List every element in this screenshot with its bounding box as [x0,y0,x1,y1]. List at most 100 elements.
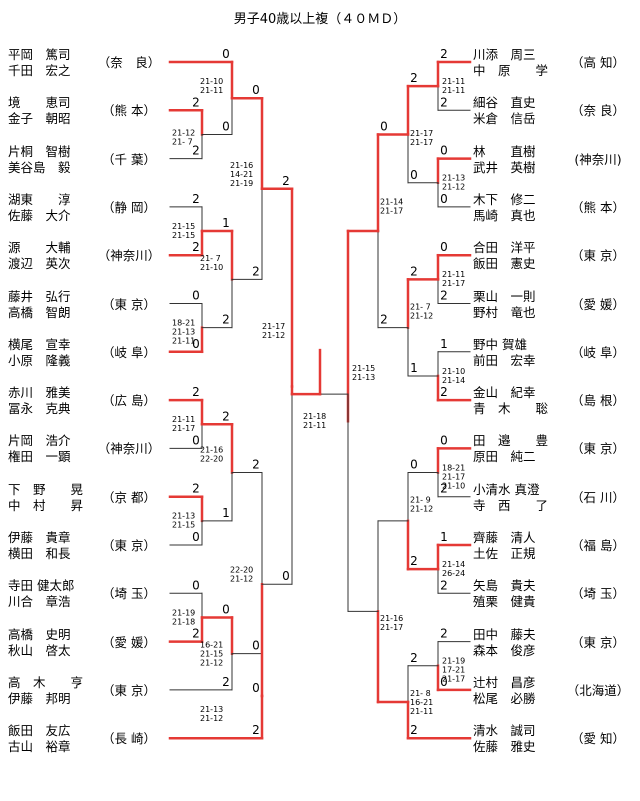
right-prefecture: （東 京） [571,634,625,650]
left-player-2: 冨永 克典 [8,401,71,417]
score-label: 2 [252,458,260,472]
right-player-2: 武井 英樹 [473,159,536,175]
left-player-2: 渡辺 英次 [8,256,71,272]
right-player-2: 殖栗 健貴 [473,594,536,610]
left-prefecture: （東 京） [102,538,156,553]
score-label: 0 [440,144,448,158]
game-score: 16-21 [410,698,433,707]
left-prefecture: （長 崎） [102,731,156,747]
game-score: 21-15 [172,231,195,240]
game-score: 21-14 [442,376,465,385]
score-label: 2 [440,482,448,496]
score-label: 2 [222,313,230,327]
game-score: 21-13 [352,373,375,382]
game-score: 21-16 [380,614,403,623]
right-player-2: 米倉 信岳 [473,111,536,127]
score-label: 2 [440,578,448,592]
left-player-2: 秋山 啓太 [8,642,71,658]
score-label: 0 [440,433,448,447]
game-score: 21-15 [172,222,195,231]
right-player-2: 森本 俊彦 [473,642,536,658]
left-prefecture: （神奈川） [97,248,161,264]
left-player-1: 湖東 淳 [8,191,71,207]
score-label: 0 [222,602,230,616]
left-player-2: 川合 章浩 [8,594,71,610]
game-score: 21-16 [200,445,223,454]
score-label: 0 [192,337,200,351]
left-player-1: 片桐 智樹 [8,143,71,159]
score-label: 2 [192,144,200,158]
game-score: 21-15 [200,649,223,658]
left-player-1: 飯田 友広 [8,723,71,739]
score-label: 0 [192,433,200,447]
right-player-2: 松尾 必勝 [473,690,536,706]
right-player-2: 前田 宏幸 [473,352,536,368]
game-score: 21-15 [352,364,375,373]
score-label: 2 [440,47,448,61]
game-score: 21-10 [442,367,465,376]
score-label: 0 [192,289,200,303]
right-prefecture: （北海道） [566,682,630,698]
left-player-1: 寺田 健太郎 [8,578,75,594]
score-label: 2 [192,627,200,641]
right-player-2: 中 原 学 [473,63,549,78]
game-score: 21- 7 [172,137,193,146]
left-player-2: 高橋 智朗 [8,304,71,320]
page-title: 男子40歳以上複（４０ＭＤ） [233,12,407,27]
game-score: 21-14 [380,197,403,206]
right-prefecture: （愛 媛） [571,296,625,312]
right-player-2: 青 木 聡 [473,401,549,417]
game-score: 21-11 [442,77,465,86]
left-player-2: 伊藤 邦明 [8,690,71,706]
game-score: 21-11 [442,86,465,95]
left-prefecture: （広 島） [102,393,156,409]
right-player-2: 寺 西 了 [473,497,549,513]
game-score: 21-17 [262,322,285,331]
game-score: 21-17 [380,206,403,215]
game-score: 21-17 [410,138,433,147]
score-label: 2 [410,71,418,85]
left-player-1: 高橋 史明 [8,626,71,642]
right-player-1: 栗山 一則 [473,288,536,304]
score-label: 2 [192,240,200,254]
right-prefecture: （福 島） [571,538,625,553]
game-score: 21-10 [200,77,223,86]
left-prefecture: （岐 阜） [102,344,156,360]
right-prefecture: （奈 良） [571,103,625,119]
game-score: 21-19 [442,657,465,666]
game-score: 21-11 [172,337,195,346]
right-player-2: 土佐 正規 [473,546,536,561]
right-player-1: 矢島 貴夫 [473,578,536,594]
right-player-2: 飯田 憲史 [473,256,536,272]
left-player-2: 古山 裕章 [8,739,71,755]
right-player-1: 田 邉 豊 [473,433,549,449]
right-player-1: 清水 誠司 [473,723,536,739]
right-prefecture: （熊 本） [571,199,625,215]
left-player-1: 藤井 弘行 [8,288,71,304]
score-label: 2 [380,313,388,327]
game-score: 21-17 [172,424,195,433]
game-score: 21-19 [230,179,253,188]
game-score: 21-11 [172,415,195,424]
score-label: 0 [440,240,448,254]
right-prefecture: （岐 阜） [571,344,625,360]
game-score: 21-17 [380,623,403,632]
game-score: 21-11 [200,86,223,95]
game-score: 21-15 [172,521,195,530]
game-score: 21- 7 [410,302,431,311]
game-score: 21-13 [172,328,195,337]
left-player-2: 佐藤 大介 [8,207,71,223]
left-player-2: 中 村 昇 [8,497,84,513]
right-player-1: 合田 洋平 [473,240,536,256]
score-label: 2 [440,627,448,641]
score-label: 1 [222,506,230,520]
game-score: 21-19 [172,608,195,617]
score-label: 0 [380,119,388,133]
right-player-1: 林 直樹 [473,143,536,159]
score-label: 2 [410,651,418,665]
score-label: 2 [282,174,290,188]
score-label: 0 [410,168,418,182]
score-label: 2 [410,264,418,278]
score-label: 2 [410,554,418,568]
